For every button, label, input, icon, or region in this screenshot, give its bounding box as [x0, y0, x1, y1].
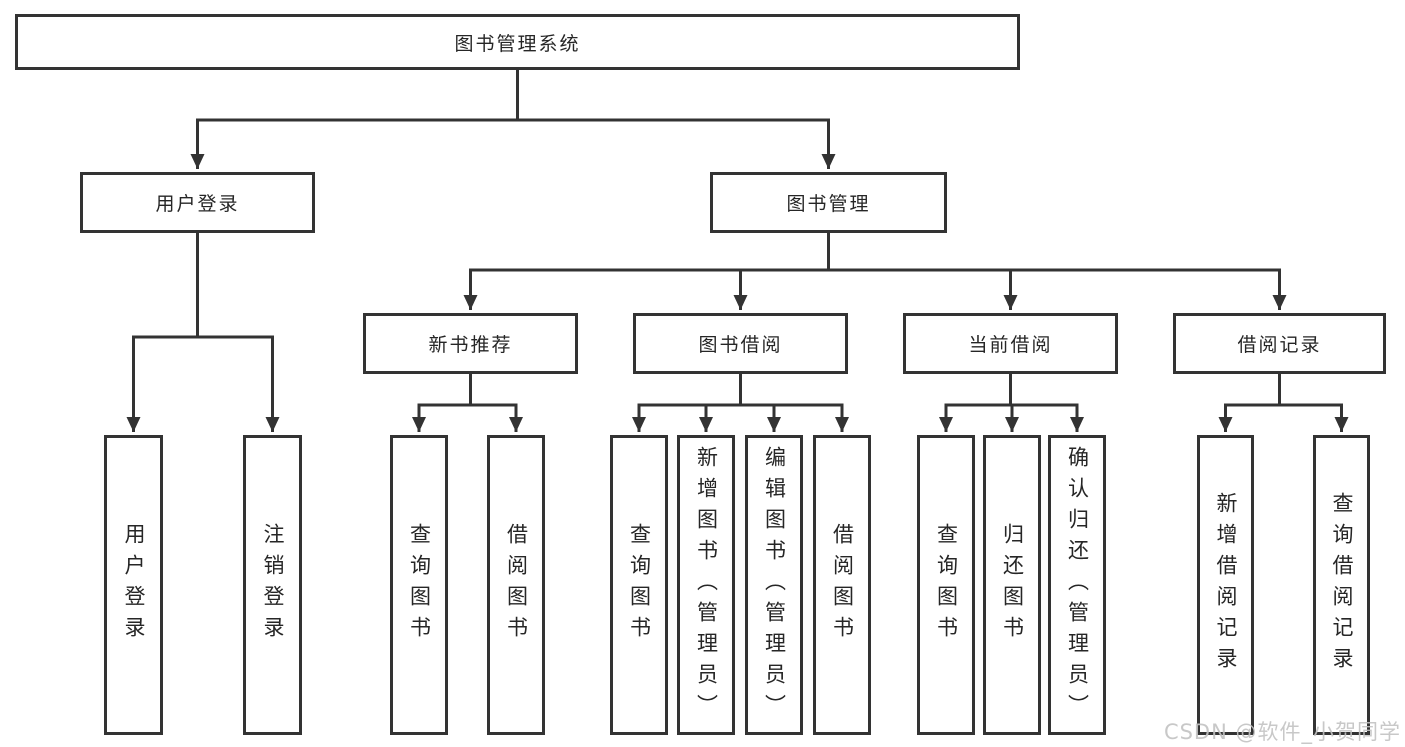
- leaf-query-books-borrowing: 查询图书: [610, 435, 668, 735]
- leaf-borrow-books-recommend: 借阅图书: [487, 435, 545, 735]
- node-label: 当前借阅: [968, 334, 1053, 356]
- node-label: 借阅图书: [504, 523, 529, 647]
- node-label: 借阅记录: [1237, 334, 1322, 356]
- node-new-book-recommendation: 新书推荐: [363, 313, 578, 374]
- node-label: 用户登录: [155, 193, 240, 215]
- node-label: 新增图书（管理员）: [694, 445, 719, 725]
- node-borrowing-records: 借阅记录: [1173, 313, 1386, 374]
- leaf-add-borrow-record: 新增借阅记录: [1197, 435, 1254, 735]
- node-label: 图书管理: [786, 193, 871, 215]
- node-book-management: 图书管理: [710, 172, 947, 233]
- node-label: 用户登录: [122, 523, 146, 647]
- node-label: 借阅图书: [830, 523, 855, 647]
- leaf-add-book-admin: 新增图书（管理员）: [677, 435, 735, 735]
- node-label: 查询借阅记录: [1330, 492, 1354, 678]
- csdn-watermark: CSDN @软件_小贺同学: [1163, 720, 1401, 744]
- node-label: 新书推荐: [428, 334, 513, 356]
- leaf-edit-book-admin: 编辑图书（管理员）: [745, 435, 803, 735]
- node-label: 查询图书: [627, 523, 652, 647]
- node-current-borrowing: 当前借阅: [903, 313, 1118, 374]
- leaf-query-books-recommend: 查询图书: [390, 435, 448, 735]
- node-label: 归还图书: [1000, 523, 1025, 647]
- leaf-return-books: 归还图书: [983, 435, 1041, 735]
- node-label: 图书借阅: [698, 334, 783, 356]
- node-label: 新增借阅记录: [1214, 492, 1238, 678]
- leaf-query-borrow-record: 查询借阅记录: [1313, 435, 1370, 735]
- node-root: 图书管理系统: [15, 14, 1020, 70]
- node-label: 注销登录: [261, 523, 285, 647]
- node-label: 查询图书: [407, 523, 432, 647]
- leaf-user-login: 用户登录: [104, 435, 163, 735]
- node-label: 确认归还（管理员）: [1065, 445, 1090, 725]
- leaf-query-books-current: 查询图书: [917, 435, 975, 735]
- leaf-logout: 注销登录: [243, 435, 302, 735]
- leaf-borrow-books: 借阅图书: [813, 435, 871, 735]
- node-label: 编辑图书（管理员）: [762, 445, 787, 725]
- leaf-confirm-return-admin: 确认归还（管理员）: [1048, 435, 1106, 735]
- node-book-borrowing: 图书借阅: [633, 313, 848, 374]
- node-user-login-group: 用户登录: [80, 172, 315, 233]
- node-label: 查询图书: [934, 523, 959, 647]
- node-label: 图书管理系统: [454, 32, 581, 55]
